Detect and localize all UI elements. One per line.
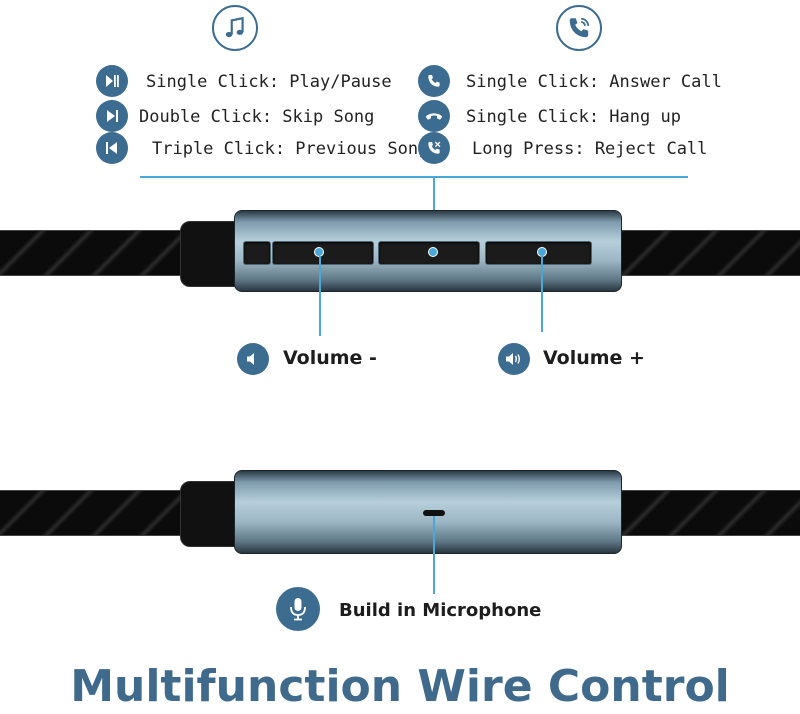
microphone-label: Build in Microphone <box>339 600 542 621</box>
connector-line-microphone <box>433 516 435 594</box>
reject-call-icon <box>418 132 450 164</box>
play-pause-icon <box>96 65 128 97</box>
music-function-label: Triple Click: Previous Song <box>152 139 429 159</box>
phone-icon <box>418 65 450 97</box>
connector-line-volume-up <box>541 256 543 332</box>
button-edge <box>243 241 271 265</box>
music-function-label: Double Click: Skip Song <box>139 107 375 127</box>
microphone-icon <box>276 587 320 631</box>
call-function-label: Single Click: Answer Call <box>466 72 722 92</box>
call-function-label: Single Click: Hang up <box>466 107 681 127</box>
microphone-housing <box>234 470 622 554</box>
music-function-label: Single Click: Play/Pause <box>146 72 392 92</box>
connector-line-volume-down <box>319 256 321 336</box>
volume-up-icon <box>498 343 530 375</box>
skip-previous-icon <box>96 132 128 164</box>
skip-next-icon <box>96 100 128 132</box>
volume-down-button[interactable] <box>272 241 374 265</box>
hang-up-icon <box>418 100 450 132</box>
volume-down-label: Volume - <box>283 347 377 369</box>
volume-up-label: Volume + <box>543 347 645 369</box>
call-function-label: Long Press: Reject Call <box>472 139 708 159</box>
music-note-icon <box>212 5 258 51</box>
divider-line <box>140 176 688 178</box>
button-marker <box>428 247 438 257</box>
page-title: Multifunction Wire Control <box>70 661 730 712</box>
microphone-hole <box>423 510 445 516</box>
phone-ringing-icon <box>556 5 602 51</box>
volume-down-icon <box>237 343 269 375</box>
